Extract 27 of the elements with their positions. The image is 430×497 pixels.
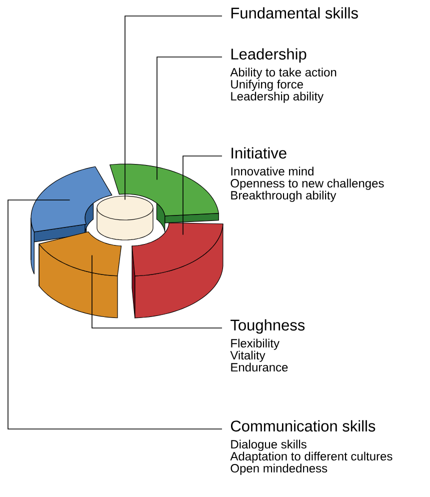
skill-item: Unifying force	[231, 80, 303, 91]
ring-segment-drawing	[30, 166, 112, 274]
skill-item: Ability to take action	[230, 68, 336, 79]
heading: Initiative	[232, 147, 286, 159]
leader-line	[124, 16, 222, 200]
skill-item: Endurance	[231, 362, 288, 372]
cylinder-drawing	[96, 196, 154, 240]
skill-item: Vitality	[230, 350, 266, 362]
skill-item: Open mindedness	[230, 464, 328, 475]
skill-item: Dialogue skills	[231, 440, 306, 451]
skill-item: Leadership ability	[231, 92, 324, 103]
skill-item: Adaptation to different cultures	[230, 452, 392, 463]
ring-segment-drawing	[110, 164, 219, 232]
heading: Fundamental skills	[231, 7, 358, 19]
leader-line	[92, 254, 222, 328]
heading: Communication skills	[230, 420, 376, 432]
ring-segment-drawing	[38, 231, 122, 318]
heading: Toughness	[230, 319, 305, 334]
leader-line	[8, 200, 222, 430]
skill-item: Flexibility	[231, 338, 280, 350]
skill-item: Breakthrough ability	[231, 190, 336, 202]
skill-item: Innovative mind	[231, 166, 314, 176]
ring-segment-drawing	[132, 222, 224, 318]
skill-item: Openness to new challenges	[230, 178, 384, 190]
heading: Leadership	[231, 48, 306, 63]
leader-line	[156, 56, 222, 180]
leader-line	[182, 156, 222, 236]
